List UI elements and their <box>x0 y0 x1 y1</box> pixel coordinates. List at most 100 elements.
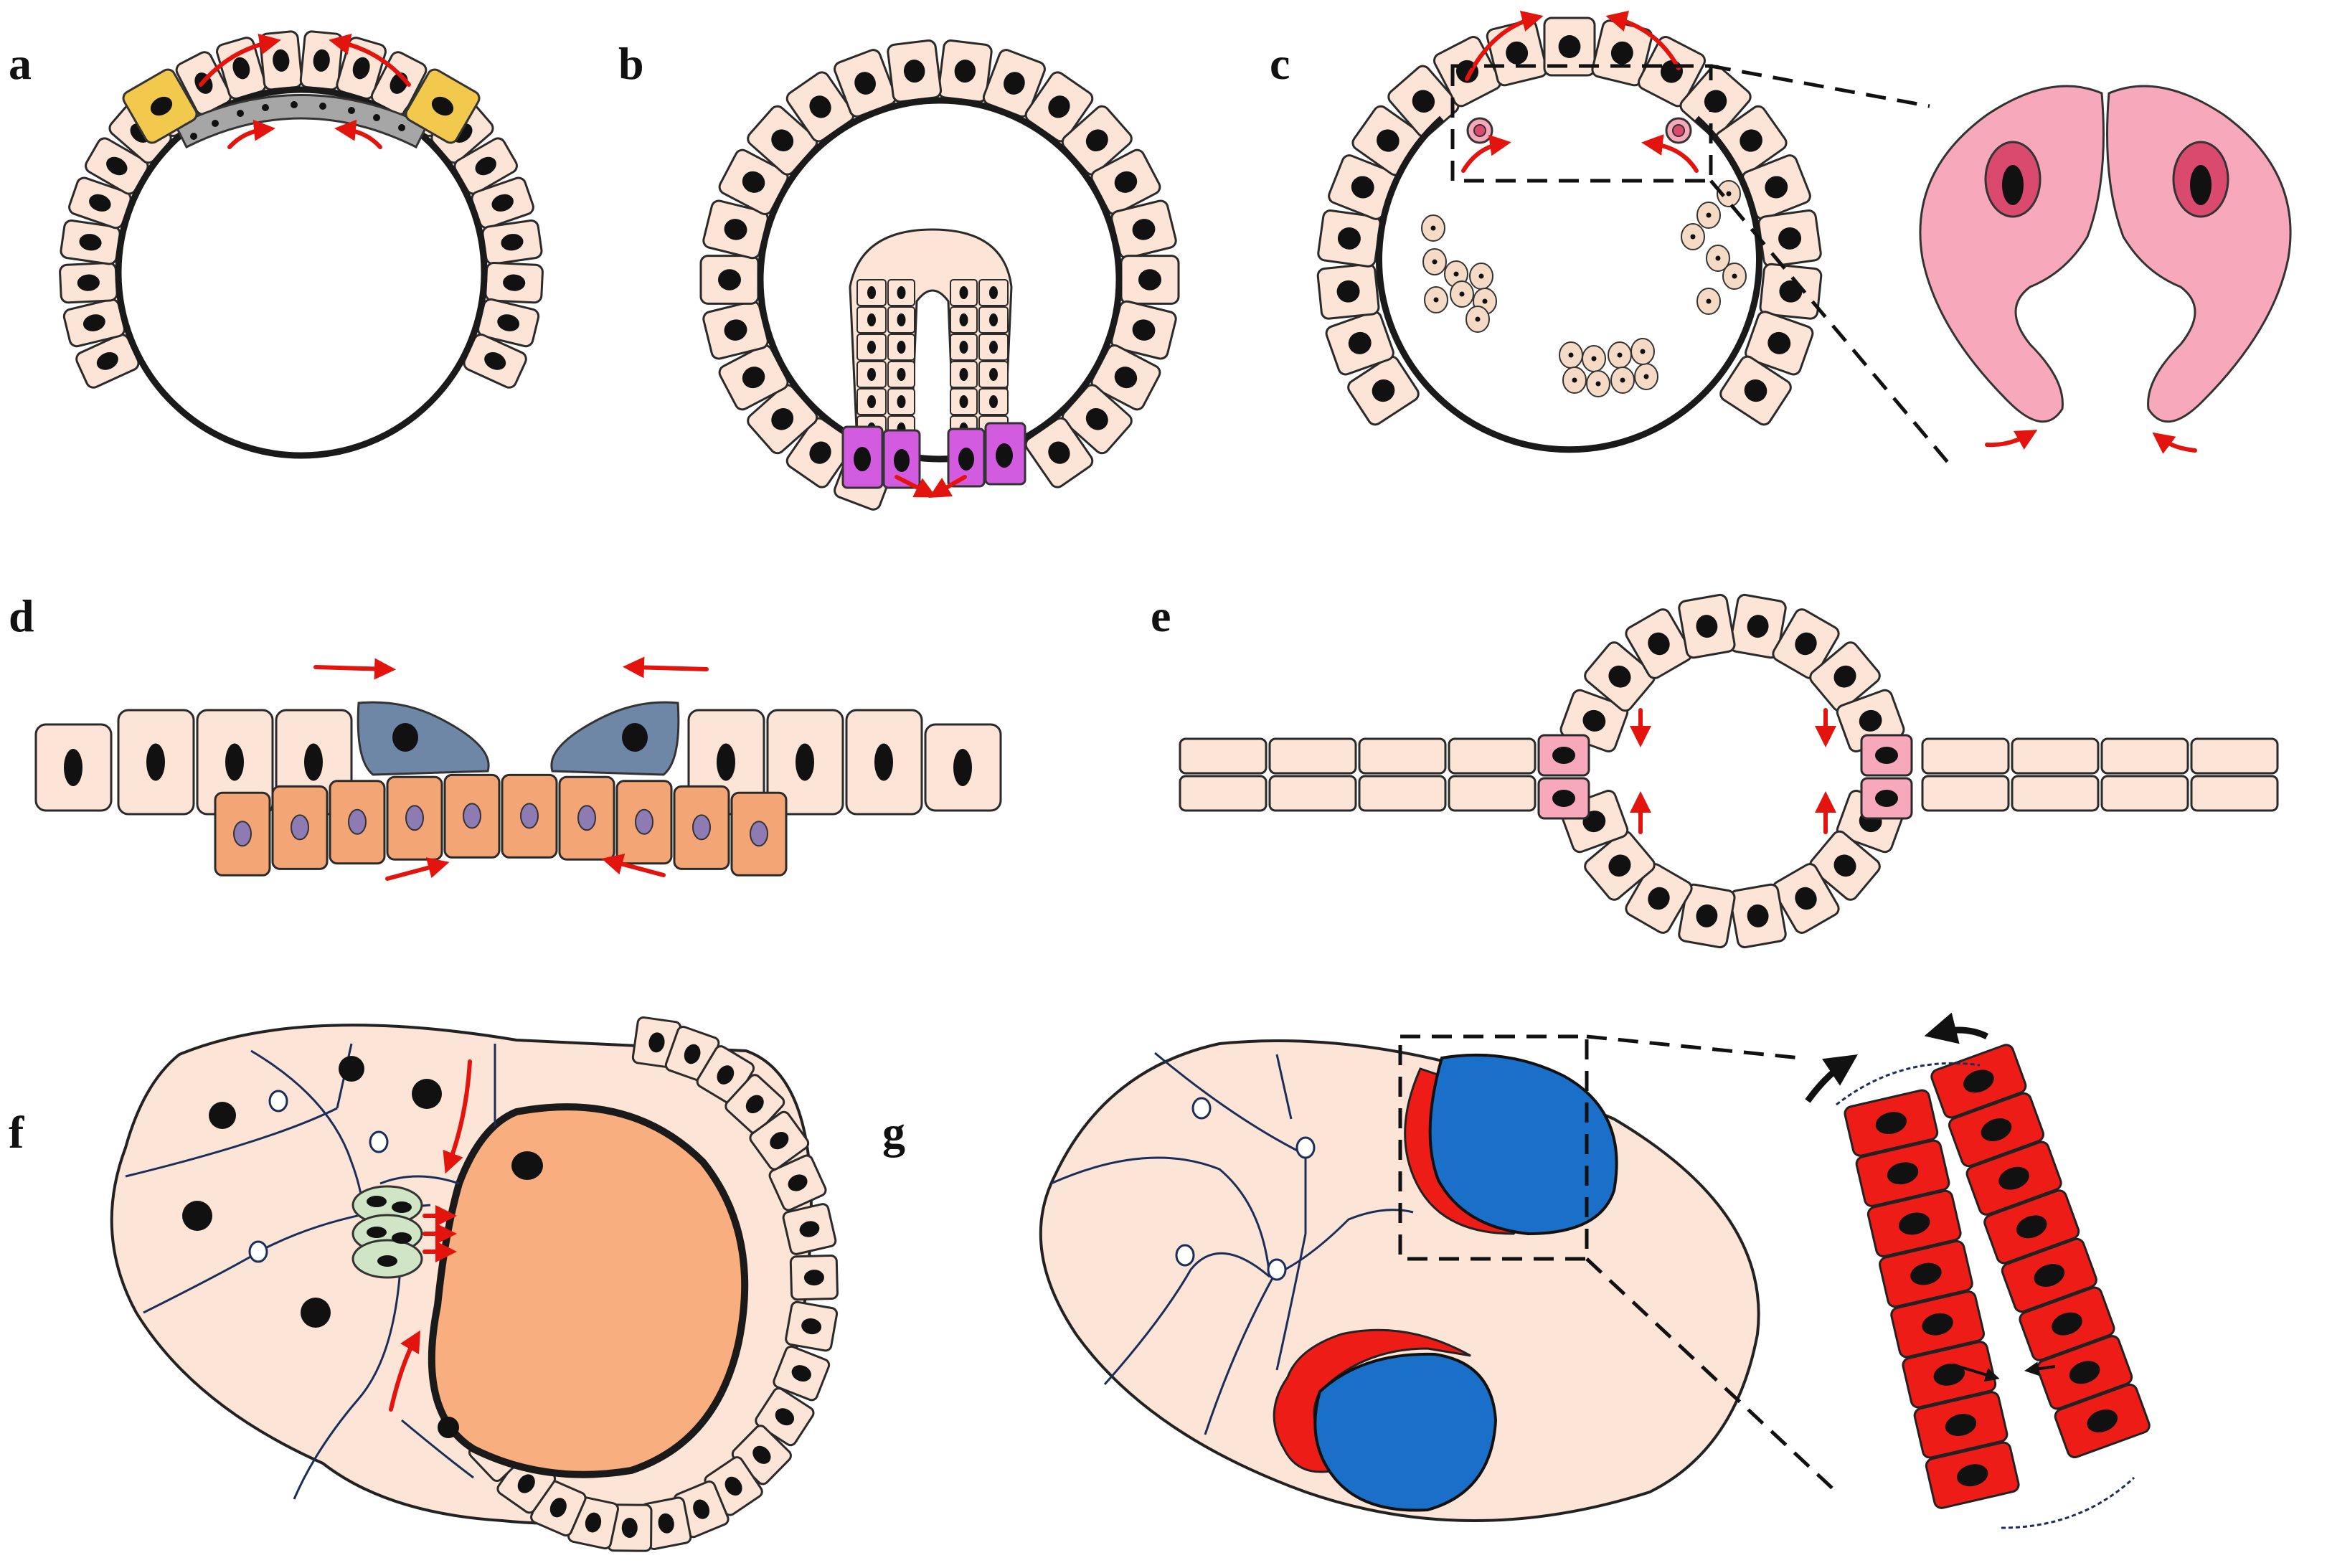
panel-c-ring-cell <box>1486 19 1548 87</box>
panel-a-ring-cell <box>85 137 149 195</box>
panel-a-yellow-nucleus-right <box>431 96 454 116</box>
panel-g-zoom-box <box>1398 1034 1589 1261</box>
panel-c-cell-ring <box>1316 16 1823 426</box>
panel-c-ring-nucleus <box>1372 379 1395 402</box>
panel-b-ring-nucleus <box>1048 95 1070 118</box>
panel-b-ring-nucleus <box>1132 219 1156 240</box>
panel-e-ring-cell <box>1584 641 1656 712</box>
panel-g-black-arrow-inner-left <box>1958 1365 2000 1382</box>
panel-a-ring-nucleus <box>79 234 102 251</box>
panel-c-mesenchyme-nucleus <box>1706 212 1712 218</box>
panel-a-arrow-outer-left <box>199 33 281 87</box>
panel-e-ring-cell <box>1678 883 1736 949</box>
panel-f-rim-nucleus <box>549 1498 567 1518</box>
panel-g-black-arrow-inner-right <box>2024 1361 2056 1376</box>
panel-g-red-nucleus <box>1945 1414 1977 1436</box>
panel-g-red-nucleus <box>2016 1215 2047 1239</box>
panel-d-orange-nucleus <box>463 803 481 829</box>
panel-a-ring-nucleus <box>503 274 526 291</box>
panel-b-fold-nucleus <box>867 341 876 354</box>
panel-b-fold-nucleus <box>989 395 998 408</box>
panel-b-ring-cell <box>1120 255 1180 305</box>
panel-c-ring-nucleus <box>1412 90 1435 113</box>
panel-b-ring-nucleus <box>954 60 976 83</box>
panel-a-ring-cell <box>477 298 540 348</box>
panel-e-ring-nucleus <box>1859 709 1882 732</box>
panel-f-rim-nucleus <box>791 1365 811 1382</box>
panel-d-epithelial-nucleus <box>717 743 735 781</box>
panel-a-ring-cell <box>59 261 118 304</box>
panel-f-rim-cell <box>782 1203 837 1255</box>
panel-e-diagram <box>1179 593 2279 949</box>
panel-f-rim-nucleus <box>745 1095 764 1114</box>
panel-g-black-arrow-right <box>1924 1012 1989 1044</box>
panel-e-pink-nucleus <box>1552 790 1575 807</box>
panel-b-ring-cell <box>887 39 943 103</box>
panel-c-mesenchyme-nucleus <box>1453 271 1459 277</box>
panel-a-ring-cell <box>62 298 126 348</box>
panel-e-sheet-cell-bottom <box>1268 775 1357 812</box>
panel-b-lumen <box>757 97 1123 463</box>
panel-e-ring-cell <box>1678 593 1736 659</box>
panel-f-rim-nucleus <box>717 1065 735 1085</box>
panel-c-mesenchyme-nucleus <box>1617 352 1623 358</box>
panel-b-fold-cells <box>856 279 1009 443</box>
panel-f-rim-nucleus <box>648 1032 665 1053</box>
panel-a-ring-cell <box>481 219 543 265</box>
panel-b-ring-nucleus <box>1132 319 1156 341</box>
panel-a-ring-nucleus <box>313 49 330 72</box>
panel-d-blue-nucleus-left <box>392 723 418 752</box>
panel-f-green-cluster <box>351 1185 423 1279</box>
panel-f-rim-cell <box>785 1300 839 1352</box>
panel-c-mesenchyme-nucleus <box>1432 259 1438 265</box>
panel-f-rim-nucleus <box>803 1270 824 1286</box>
panel-b-ring-nucleus <box>1004 72 1025 95</box>
panel-g-zoom-line-bottom <box>1585 1257 1838 1493</box>
panel-d-diagram <box>34 656 1002 881</box>
panel-c-ring-nucleus <box>1351 176 1374 199</box>
panel-b-ring-cell <box>699 255 760 305</box>
panel-f-rim-cell <box>749 1110 810 1171</box>
panel-g-red-nucleus <box>2087 1409 2118 1432</box>
panel-c-ring-nucleus <box>1779 280 1803 303</box>
panel-c-ring-nucleus <box>1506 41 1529 65</box>
panel-e-sheet-cell-bottom <box>1448 775 1537 812</box>
panel-b-ring-cell <box>718 344 789 411</box>
panel-f-rim-nucleus <box>517 1474 535 1493</box>
panel-f-junctions <box>248 1090 389 1263</box>
panel-b-fold-nucleus <box>897 313 906 326</box>
panel-b-fold-nucleus <box>959 313 968 326</box>
panel-label-d: d <box>9 590 34 641</box>
panel-a-ring-nucleus <box>501 234 524 251</box>
panel-c-zoom-line-top <box>1710 64 1930 108</box>
panel-c-ring-cell <box>1759 263 1823 320</box>
panel-c-enlarged-arrow-right <box>2152 432 2197 454</box>
panel-g-red-sheet <box>1844 1089 2020 1509</box>
panel-a-arrow-outer-right <box>329 33 411 87</box>
panel-b-ring-nucleus <box>809 95 831 118</box>
panel-g-red-nucleus <box>2034 1264 2065 1287</box>
panel-b-fold-nucleus <box>867 395 876 408</box>
panel-e-sheet-cell-top <box>1448 737 1537 775</box>
panel-f-rim-cell <box>607 1503 653 1552</box>
panel-c-enlarged-cell-left <box>1919 85 2105 423</box>
panel-b-fold-nucleus <box>867 313 876 326</box>
panel-c-mesenchyme-nucleus <box>1595 381 1601 387</box>
panel-c-ring-nucleus <box>1558 35 1581 58</box>
panel-b-ring-cell <box>718 148 789 216</box>
panel-b-ring-cell <box>937 39 993 103</box>
panel-e-ring-cell <box>1584 830 1656 901</box>
panel-g-enlarged-outline <box>1836 1062 2135 1529</box>
panel-c-ring-nucleus <box>1740 129 1762 152</box>
panel-f-arrow-top <box>443 1059 472 1174</box>
panel-g-red-nucleus <box>1981 1118 2012 1142</box>
panel-d-orange-nucleus <box>520 803 539 829</box>
panel-label-g: g <box>882 1107 905 1158</box>
panel-b-ring-nucleus <box>742 367 765 389</box>
panel-g-junctions <box>1175 1097 1316 1281</box>
panel-d-orange-nucleus <box>750 821 768 847</box>
panel-d-epithelial-nucleus <box>796 743 814 781</box>
panel-g-black-arrow-left <box>1805 1054 1858 1103</box>
panel-b-ring-nucleus <box>724 319 747 341</box>
panel-b-fold-nucleus <box>959 368 968 381</box>
